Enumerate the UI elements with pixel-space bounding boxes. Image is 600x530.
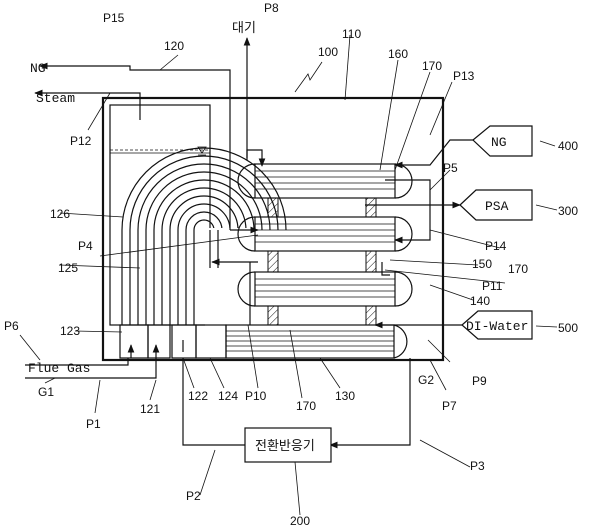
exchanger-150 [238, 217, 412, 251]
ref-170-right: 170 [508, 262, 528, 276]
burner-section [120, 325, 226, 373]
label-converter: 전환반응기 [255, 439, 315, 454]
ref-140: 140 [470, 294, 490, 308]
ref-300: 300 [558, 204, 578, 218]
pipe-p3: P3 [470, 459, 485, 473]
ref-123: 123 [60, 324, 80, 338]
ref-100: 100 [318, 45, 338, 59]
pipe-p11: P11 [482, 279, 503, 293]
pipe-g2: G2 [418, 373, 434, 387]
pipe-p12: P12 [70, 134, 92, 148]
label-flue-gas: Flue Gas [28, 361, 90, 376]
pipe-p6: P6 [4, 319, 19, 333]
label-atmosphere: 대기 [232, 21, 256, 36]
pipe-p2: P2 [186, 489, 201, 503]
ref-170-bottom: 170 [296, 399, 316, 413]
ref-170-top: 170 [422, 59, 442, 73]
label-di-water: DI-Water [466, 319, 528, 334]
ref-200: 200 [290, 514, 310, 528]
ref-110: 110 [342, 27, 361, 41]
ref-126: 126 [50, 207, 70, 221]
pipe-p15: P15 [103, 11, 125, 25]
pipe-p10: P10 [245, 389, 267, 403]
label-steam: Steam [36, 91, 75, 106]
ref-160: 160 [388, 47, 408, 61]
pipe-p14: P14 [485, 239, 507, 253]
pipe-p9: P9 [472, 374, 487, 388]
ref-150: 150 [472, 257, 492, 271]
pipe-p7: P7 [442, 399, 457, 413]
pipe-p1: P1 [86, 417, 101, 431]
ref-121: 121 [140, 402, 160, 416]
exchanger-130 [226, 325, 407, 358]
label-ng-out: NG [30, 61, 46, 76]
pipe-p8: P8 [264, 1, 279, 15]
pipe-p5: P5 [443, 161, 458, 175]
ref-120: 120 [164, 39, 184, 53]
ref-130: 130 [335, 389, 355, 403]
ref-124: 124 [218, 389, 238, 403]
ref-500: 500 [558, 321, 578, 335]
label-ng-in: NG [491, 135, 507, 150]
pipe-p13: P13 [453, 69, 475, 83]
pipe-g1: G1 [38, 385, 54, 399]
leader-100 [295, 62, 322, 92]
u-tube-bundle-125 [122, 148, 286, 325]
ref-400: 400 [558, 139, 578, 153]
exchanger-160 [238, 164, 412, 198]
exchanger-140 [238, 272, 412, 306]
ref-122: 122 [188, 389, 208, 403]
label-psa: PSA [485, 199, 509, 214]
ref-125: 125 [58, 261, 78, 275]
pipe-p4: P4 [78, 239, 93, 253]
